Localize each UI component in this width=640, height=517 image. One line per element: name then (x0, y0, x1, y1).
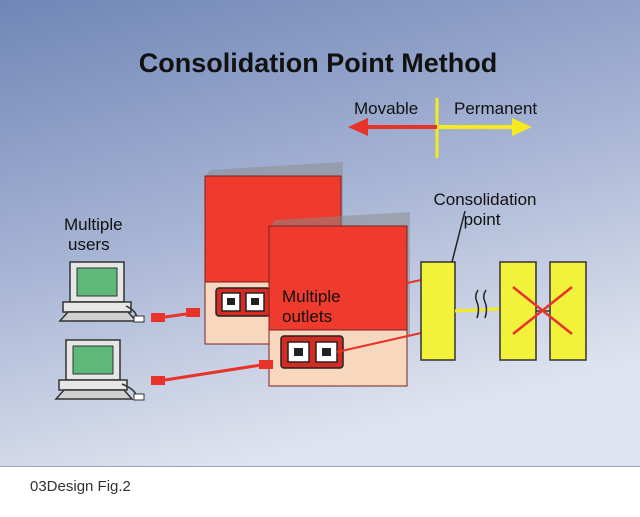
legend-movable-label: Movable (354, 99, 418, 118)
outlets-label-line1: Multiple (282, 287, 341, 306)
legend-permanent-label: Permanent (454, 99, 537, 118)
computer-icon (58, 261, 145, 323)
movable-arrow-head (348, 118, 368, 136)
cross-mark-icon (512, 286, 573, 335)
patch-cord-lower (151, 360, 273, 385)
consolidation-point-box (420, 261, 456, 361)
figure-caption: 03Design Fig.2 (30, 478, 131, 495)
cable-break-icon (474, 289, 488, 319)
front-wall-panel: Multiple outlets (268, 212, 410, 387)
cable-front-to-cp (336, 332, 422, 353)
patch-panel-left (499, 261, 537, 361)
patch-panel-right (549, 261, 587, 361)
computer-icon (54, 339, 145, 401)
outlet-jack-icon (215, 287, 271, 317)
caption-strip (0, 466, 640, 517)
outlets-label-line2: outlets (282, 307, 332, 326)
cp-label-line2: point (464, 210, 501, 229)
cp-label-line1: Consolidation (433, 190, 536, 209)
users-label-line2: users (68, 235, 110, 254)
permanent-arrow-head (512, 118, 532, 136)
patch-cord-upper (151, 308, 200, 322)
diagram-title: Consolidation Point Method (139, 48, 497, 78)
outlet-jack-icon (280, 335, 344, 369)
permanent-link-cable (454, 307, 501, 313)
cable-back-to-cp (406, 279, 422, 284)
legend: Movable Permanent (348, 98, 537, 158)
users-label-line1: Multiple (64, 215, 123, 234)
consolidation-point-pointer (451, 210, 466, 263)
